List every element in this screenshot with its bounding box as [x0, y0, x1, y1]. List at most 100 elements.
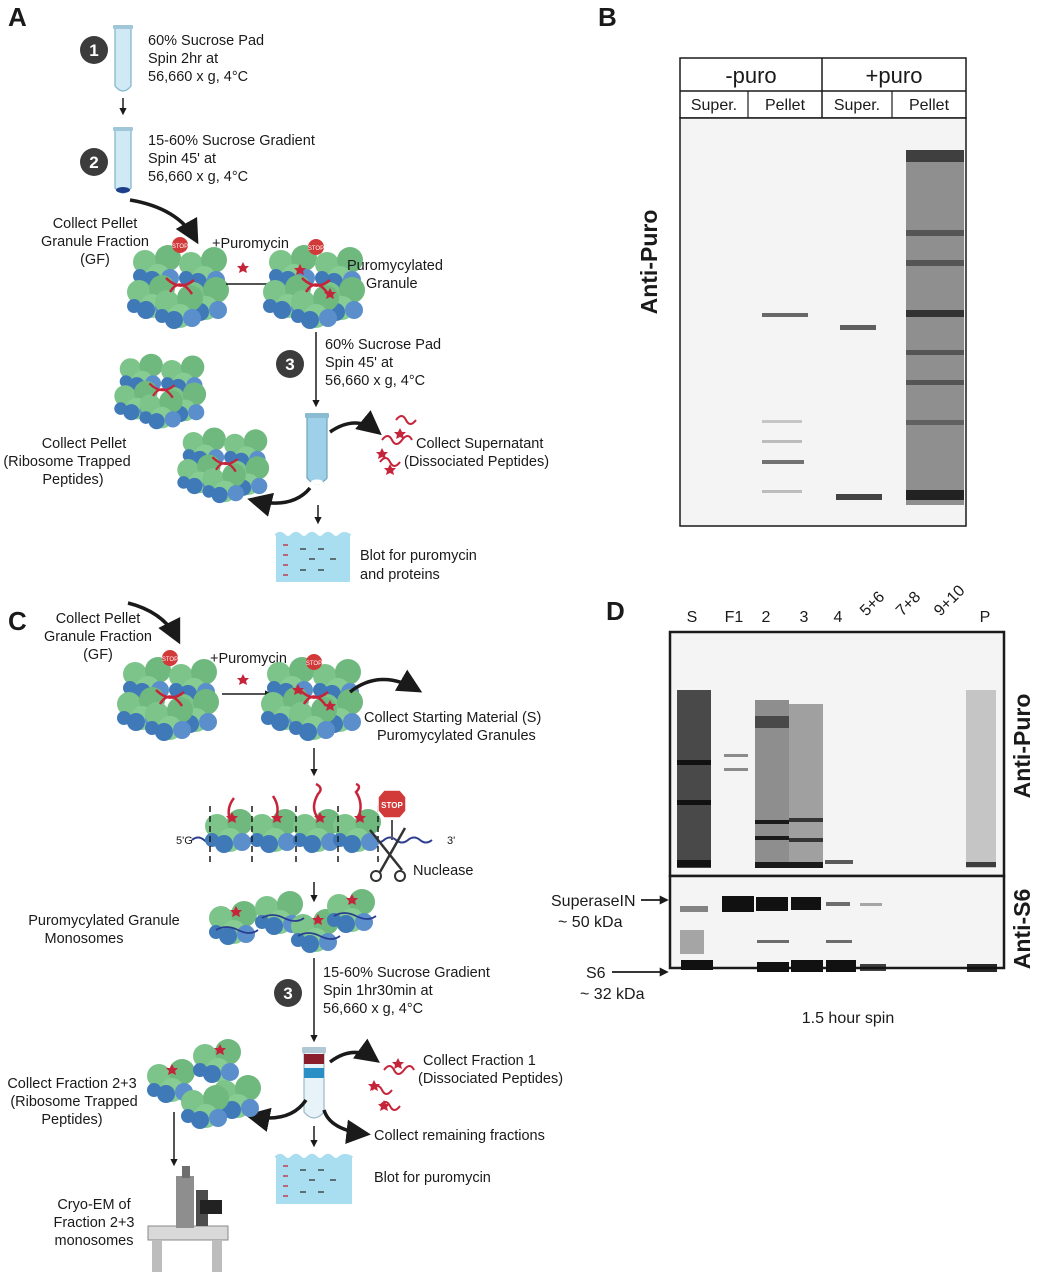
collect-supernatant-line2: (Dissociated Peptides)	[404, 454, 549, 470]
step2-line3: 56,660 x g, 4°C	[148, 169, 248, 185]
cryo-line3: monosomes	[55, 1233, 134, 1249]
collect-rtp-line1: Collect Pellet	[42, 436, 127, 452]
stop-icon: STOP	[172, 237, 188, 253]
peptide-icon	[379, 415, 417, 467]
granule-icon	[117, 657, 219, 741]
svg-text:STOP: STOP	[308, 246, 324, 252]
collect-gf-line2: Granule Fraction	[41, 234, 149, 250]
stop-icon: STOP	[162, 650, 178, 666]
monosomes-line1: Puromycylated Granule	[28, 913, 180, 929]
panel-d-label: D	[606, 596, 625, 626]
svg-text:2: 2	[89, 153, 98, 172]
step3-line1: 60% Sucrose Pad	[325, 337, 441, 353]
pellet-icon	[116, 187, 130, 193]
curved-arrow-icon	[328, 1038, 380, 1064]
three-prime-label: 3'	[447, 835, 455, 847]
monosome-icon	[193, 1039, 241, 1083]
collect-gf-line3: (GF)	[80, 252, 110, 268]
stop-sign-icon: STOP	[377, 789, 407, 840]
step3-marker-c: 3	[274, 979, 302, 1007]
svg-text:1: 1	[89, 41, 98, 60]
lane-d-6: 5+6	[857, 588, 888, 619]
c-blot-label: Blot for puromycin	[374, 1170, 491, 1186]
svg-text:3: 3	[283, 984, 292, 1003]
marker-superasein: SuperaseIN	[551, 893, 636, 910]
puromycylated-granule-line1: Puromycylated	[347, 258, 443, 274]
cryo-line1: Cryo-EM of	[57, 1197, 131, 1213]
blot-b-membrane	[679, 117, 967, 527]
blot-line2: and proteins	[360, 567, 440, 583]
step2-marker: 2	[80, 148, 108, 176]
blot-b-header	[679, 57, 967, 119]
curved-arrow-icon	[127, 601, 181, 645]
lane-d-3: 2	[762, 609, 771, 626]
anti-puro-label: Anti-Puro	[636, 210, 662, 315]
anti-puro-side-label: Anti-Puro	[1009, 694, 1035, 799]
header-plus-puro: +puro	[866, 63, 923, 88]
collect-remaining-label: Collect remaining fractions	[374, 1128, 545, 1144]
collect-supernatant-line1: Collect Supernatant	[416, 436, 543, 452]
blot-d-bottom	[668, 874, 1006, 972]
fraction1-line1: Collect Fraction 1	[423, 1053, 536, 1069]
fraction-tube-icon	[302, 1047, 326, 1119]
svg-text:3: 3	[285, 355, 294, 374]
collect-gf-line1: Collect Pellet	[53, 216, 138, 232]
monosome-icon	[209, 901, 257, 945]
fraction23-line2: (Ribosome Trapped	[10, 1094, 137, 1110]
step3-line2: Spin 45' at	[325, 355, 393, 371]
cryo-em-microscope-icon	[147, 1166, 229, 1272]
tube-icon	[112, 24, 134, 92]
c-puromycin-label: +Puromycin	[210, 651, 287, 667]
svg-text:STOP: STOP	[306, 661, 322, 667]
lane-d-5: 4	[834, 609, 843, 626]
blot-d-top	[668, 630, 1006, 878]
curved-arrow-icon	[322, 1109, 371, 1145]
marker-s6: S6	[586, 965, 606, 982]
step1-line2: Spin 2hr at	[148, 51, 218, 67]
fraction23-line3: Peptides)	[41, 1112, 102, 1128]
curved-arrow-icon	[329, 410, 382, 436]
scissors-icon	[369, 827, 407, 882]
step2-line1: 15-60% Sucrose Gradient	[148, 133, 315, 149]
blot-icon	[274, 1154, 353, 1204]
c-collect-gf-line1: Collect Pellet	[56, 611, 141, 627]
panel-b-label: B	[598, 2, 617, 32]
collect-rtp-line3: Peptides)	[42, 472, 103, 488]
fraction1-line2: (Dissociated Peptides)	[418, 1071, 563, 1087]
five-prime-label: 5'G	[176, 835, 193, 847]
lane-b-2: Pellet	[765, 97, 806, 114]
ribosome-icon	[333, 809, 381, 853]
lane-d-8: 9+10	[931, 582, 969, 620]
fraction23-line1: Collect Fraction 2+3	[7, 1076, 136, 1092]
blot-line1: Blot for puromycin	[360, 548, 477, 564]
c-collect-gf-line3: (GF)	[83, 647, 113, 663]
c-step3-line1: 15-60% Sucrose Gradient	[323, 965, 490, 981]
step1-line1: 60% Sucrose Pad	[148, 33, 264, 49]
c-collect-gf-line2: Granule Fraction	[44, 629, 152, 645]
stop-icon: STOP	[308, 239, 324, 255]
monosome-icon	[181, 1085, 229, 1129]
c-step3-line3: 56,660 x g, 4°C	[323, 1001, 423, 1017]
puromycin-label: +Puromycin	[212, 236, 289, 252]
monosomes-line2: Monosomes	[45, 931, 124, 947]
peptide-icon	[371, 1065, 415, 1111]
puromycin-icon	[368, 1080, 380, 1091]
step1-line3: 56,660 x g, 4°C	[148, 69, 248, 85]
lane-d-2: F1	[725, 609, 744, 626]
nuclease-label: Nuclease	[413, 863, 473, 879]
ribosome-icon	[250, 809, 298, 853]
marker-s6-kda: ~ 32 kDa	[580, 986, 645, 1003]
panel-c-label: C	[8, 606, 27, 636]
monosome-icon	[327, 889, 375, 933]
stop-icon: STOP	[306, 654, 322, 670]
puromycylated-granule-line2: Granule	[366, 276, 418, 292]
c-step3-line2: Spin 1hr30min at	[323, 983, 433, 999]
svg-text:STOP: STOP	[172, 244, 188, 250]
panel-a-label: A	[8, 2, 27, 32]
curved-arrow-icon	[245, 1098, 308, 1132]
trapped-granule-icon	[114, 354, 206, 430]
header-minus-puro: -puro	[725, 63, 776, 88]
collect-rtp-line2: (Ribosome Trapped	[3, 454, 130, 470]
